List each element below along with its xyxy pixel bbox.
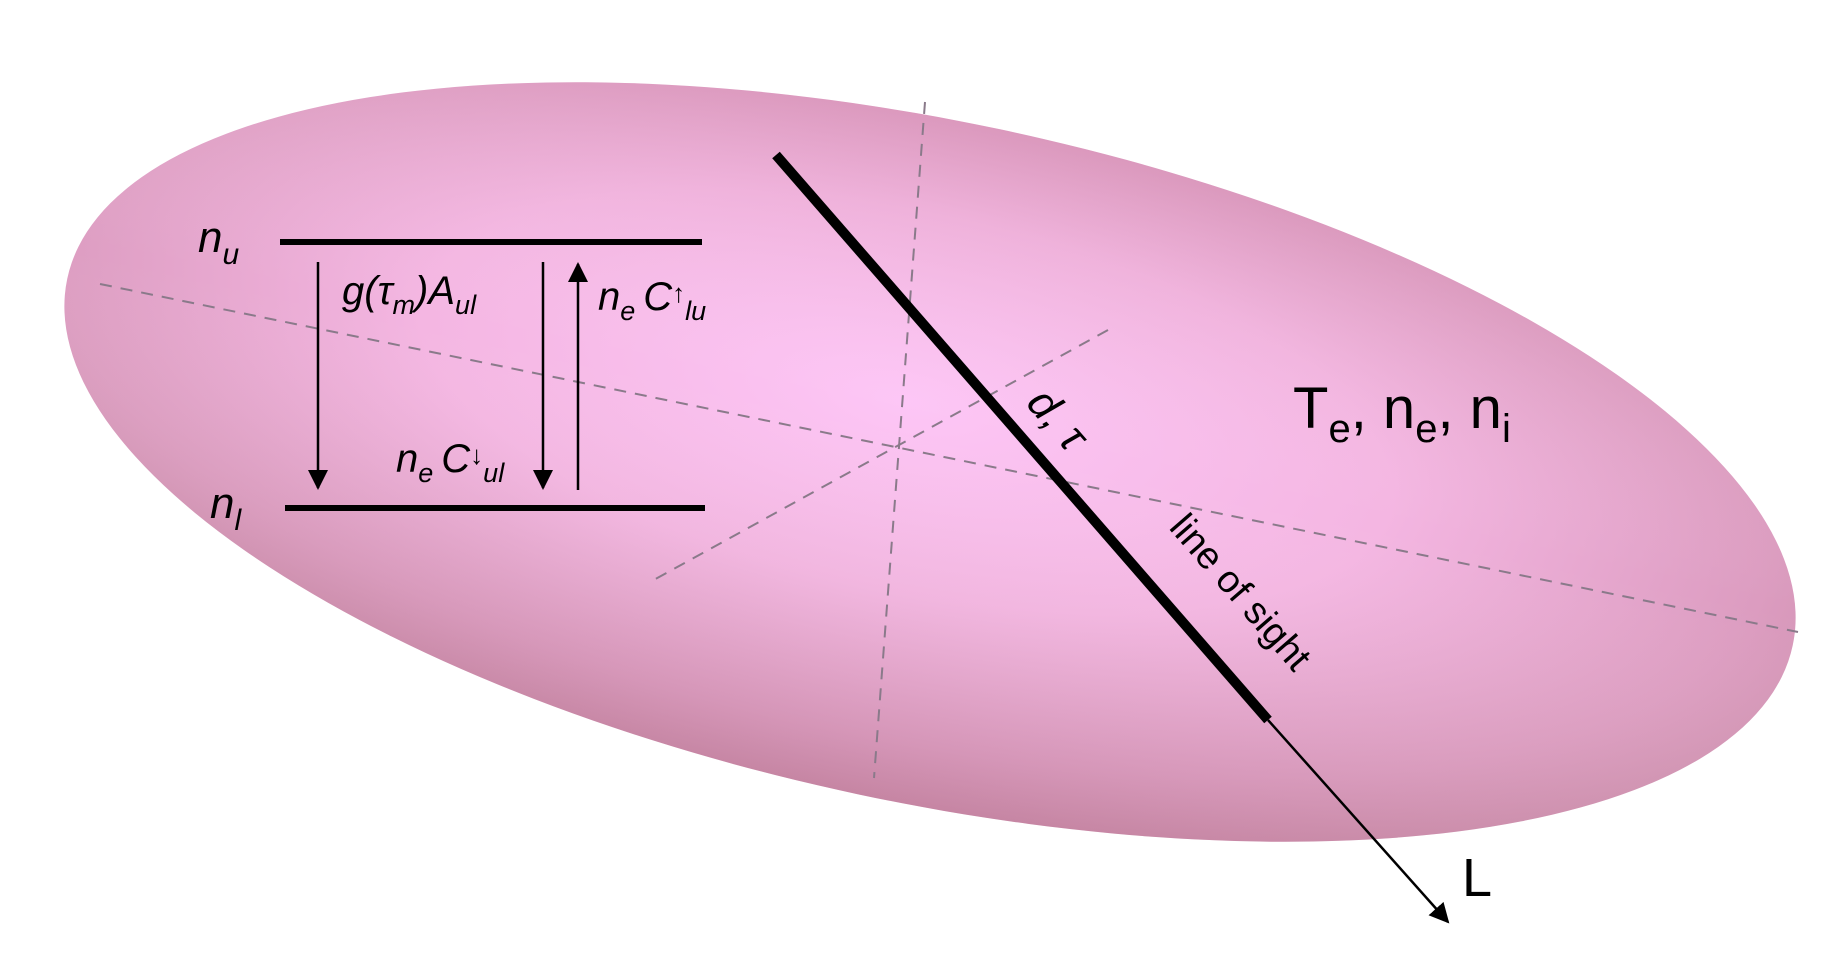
observer-label: L [1462, 848, 1492, 908]
line-of-sight-segment [772, 151, 1272, 724]
line-of-sight-arrow [1267, 719, 1450, 924]
major-axis [99, 283, 1799, 633]
radiative-rate-label: g(τm)Aul [342, 269, 477, 320]
lower-level-label: nl [210, 479, 242, 537]
dashed-axes [99, 101, 1799, 779]
plasma-parameters-label: Te, ne, ni [1293, 376, 1511, 451]
upper-level-label: nu [198, 213, 239, 271]
vertical-axis [873, 101, 926, 779]
depth-axis [649, 329, 1109, 583]
